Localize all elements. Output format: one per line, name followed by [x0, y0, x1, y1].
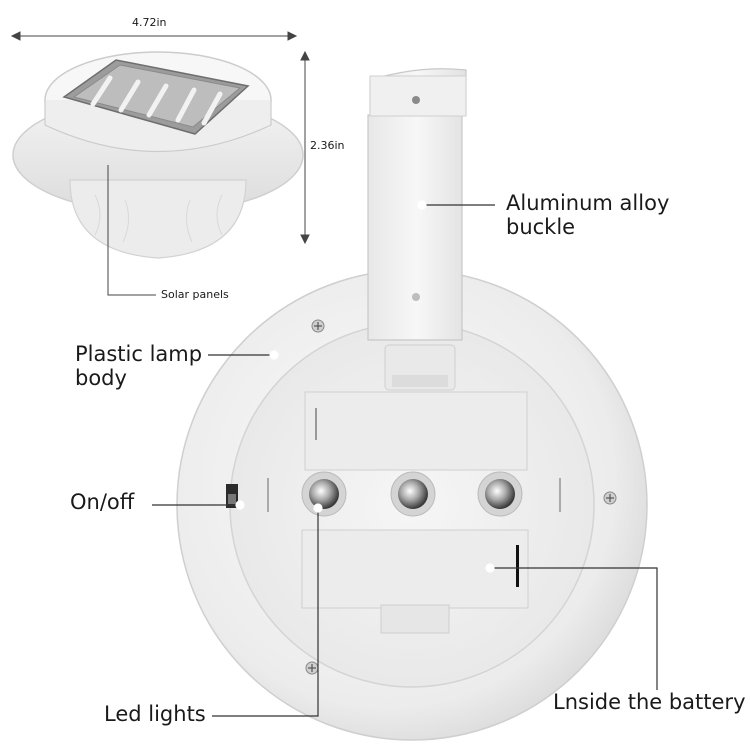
width-dimension-label: 4.72in — [132, 16, 167, 29]
on-off-label: On/off — [70, 490, 135, 514]
led-lights — [301, 471, 523, 517]
plastic-body-label: Plastic lamp body — [75, 342, 203, 391]
lamp-back-illustration — [176, 68, 648, 741]
width-dimension — [10, 31, 298, 41]
battery-label: Lnside the battery — [553, 690, 746, 714]
height-dimension-label: 2.36in — [310, 139, 345, 152]
solar-panel — [62, 59, 250, 135]
aluminum-buckle-label: Aluminum alloy buckle — [506, 191, 670, 240]
solar-panels-leader — [107, 165, 156, 296]
on-off-switch — [226, 484, 238, 508]
solar-light-illustration — [12, 51, 304, 259]
leader-lines — [152, 200, 658, 717]
aluminum-buckle — [367, 68, 467, 341]
solar-panels-label: Solar panels — [161, 288, 229, 301]
led-lights-label: Led lights — [104, 702, 206, 726]
height-dimension — [300, 50, 310, 245]
